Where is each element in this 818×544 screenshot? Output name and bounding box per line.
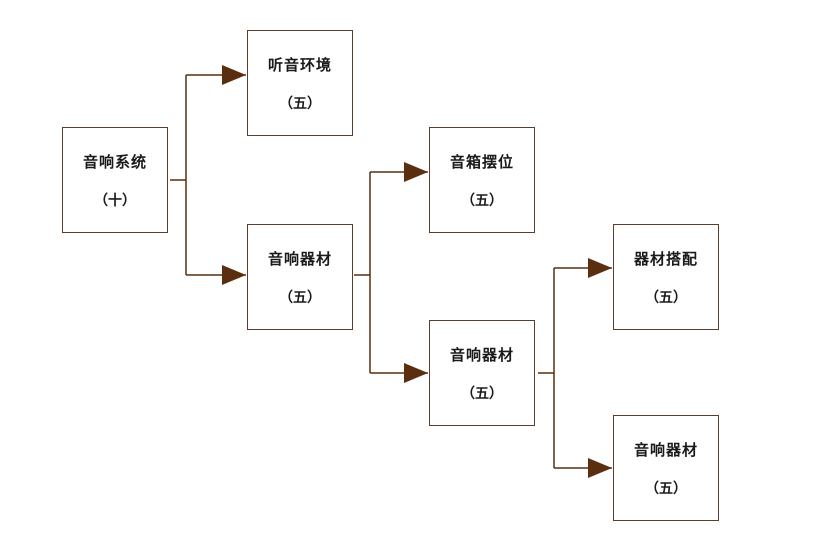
node-count: （十） xyxy=(94,192,136,209)
connector-equip2-trunk xyxy=(538,268,555,468)
node-title: 听音环境 xyxy=(267,55,332,74)
node-count: （五） xyxy=(279,95,321,112)
node-title: 音响器材 xyxy=(633,440,698,459)
node-audio-equipment-3: 音响器材 （五） xyxy=(613,415,719,521)
node-title: 音箱摆位 xyxy=(449,152,514,171)
node-count: （五） xyxy=(645,480,687,497)
node-count: （五） xyxy=(645,289,687,306)
node-count: （五） xyxy=(461,192,503,209)
node-count: （五） xyxy=(279,289,321,306)
node-audio-equipment-1: 音响器材 （五） xyxy=(247,224,353,330)
connector-root-trunk xyxy=(170,75,187,275)
node-title: 音响器材 xyxy=(449,345,514,364)
node-speaker-placement: 音箱摆位 （五） xyxy=(429,127,535,233)
node-listening-environment: 听音环境 （五） xyxy=(247,30,353,136)
node-equipment-matching: 器材搭配 （五） xyxy=(613,224,719,330)
node-title: 音响器材 xyxy=(267,249,332,268)
node-audio-system: 音响系统 （十） xyxy=(62,127,168,233)
node-count: （五） xyxy=(461,385,503,402)
connector-equip1-trunk xyxy=(354,172,371,373)
node-title: 器材搭配 xyxy=(633,249,698,268)
node-title: 音响系统 xyxy=(82,152,147,171)
node-audio-equipment-2: 音响器材 （五） xyxy=(429,320,535,426)
